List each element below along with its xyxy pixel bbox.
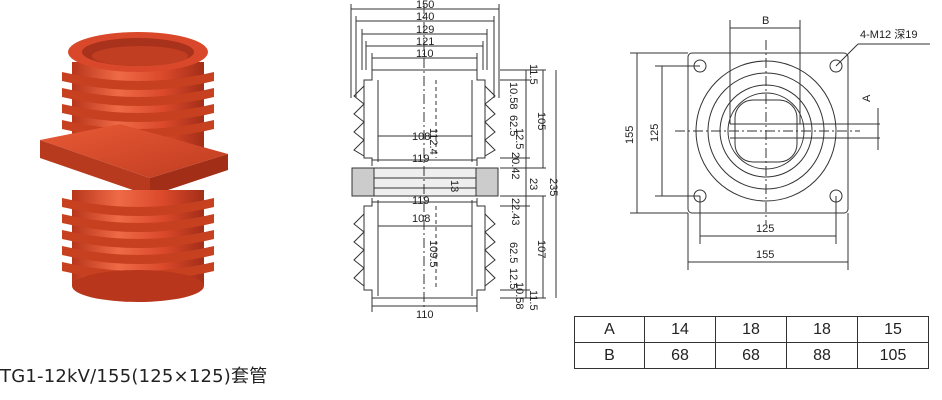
dim-outer-2: 107 (535, 240, 547, 258)
dim-top-0: 150 (416, 0, 434, 11)
plan-label-a: A (861, 94, 873, 102)
plan-view (630, 20, 930, 270)
dim-right-7: 62.5 (507, 242, 519, 263)
lower-ribbed-body (62, 190, 214, 302)
dim-right-9: 10.58 (513, 282, 525, 310)
dim-right-3: 12.5 (513, 128, 525, 149)
dim-right-2: 62.5 (507, 115, 519, 136)
dim-top-4: 110 (416, 48, 434, 60)
plan-bottom-outer: 155 (756, 249, 774, 261)
plan-left-inner: 125 (649, 124, 661, 142)
upper-ribbed-body (62, 32, 214, 148)
row-label-b: B (574, 342, 645, 369)
row-label-a: A (574, 316, 645, 343)
dim-inner-0: 112.4 (427, 128, 439, 155)
thread-note: 4-M12 深19 (860, 28, 917, 41)
table-cell: 88 (786, 342, 858, 369)
plan-left-outer: 155 (624, 126, 636, 144)
plan-view-labels: 4-M12 深19 B A 155 125 125 155 (624, 15, 917, 261)
dim-inner-5: 108 (412, 213, 430, 225)
dim-inner-2: 119 (412, 153, 430, 165)
dim-right-6: 22.43 (509, 198, 521, 226)
table-row: A 14 18 18 15 (574, 316, 929, 343)
dim-right-8: 12.5 (507, 268, 519, 289)
plan-label-b: B (762, 15, 769, 27)
dim-inner-4: 119 (412, 195, 430, 207)
plan-bottom-inner: 125 (756, 223, 774, 235)
table-cell: 68 (644, 342, 716, 369)
dim-inner-3: 13 (448, 180, 460, 192)
dim-outer-0: 105 (535, 112, 547, 130)
product-caption: TG1-12kV/155(125×125)套管 (0, 366, 268, 387)
dim-right-10: 11.5 (527, 290, 539, 311)
dim-top-3: 121 (416, 36, 434, 48)
spec-table: A 14 18 18 15 B 68 68 88 105 (574, 316, 929, 369)
square-flange (40, 124, 228, 196)
dim-top-2: 129 (416, 24, 434, 36)
dim-right-1: 10.58 (507, 82, 519, 110)
table-row: B 68 68 88 105 (574, 342, 929, 369)
section-view-labels: 150 140 129 121 110 112.4 108 119 13 119… (412, 0, 559, 321)
table-cell: 68 (715, 342, 787, 369)
section-view (350, 4, 557, 312)
bushing-photo (40, 32, 228, 302)
dim-right-4: 20.42 (509, 152, 521, 180)
dim-inner-6: 109.5 (427, 240, 439, 268)
dim-outer-1: 235 (547, 178, 559, 196)
dim-right-5: 23 (527, 178, 539, 190)
table-cell: 18 (786, 316, 858, 343)
table-cell: 18 (715, 316, 787, 343)
dim-right-0: 11.5 (527, 64, 539, 85)
dim-bottom: 110 (416, 309, 434, 321)
dim-top-1: 140 (416, 11, 434, 23)
dim-inner-1: 108 (412, 131, 430, 143)
table-cell: 105 (857, 342, 929, 369)
table-cell: 15 (857, 316, 929, 343)
table-cell: 14 (644, 316, 716, 343)
